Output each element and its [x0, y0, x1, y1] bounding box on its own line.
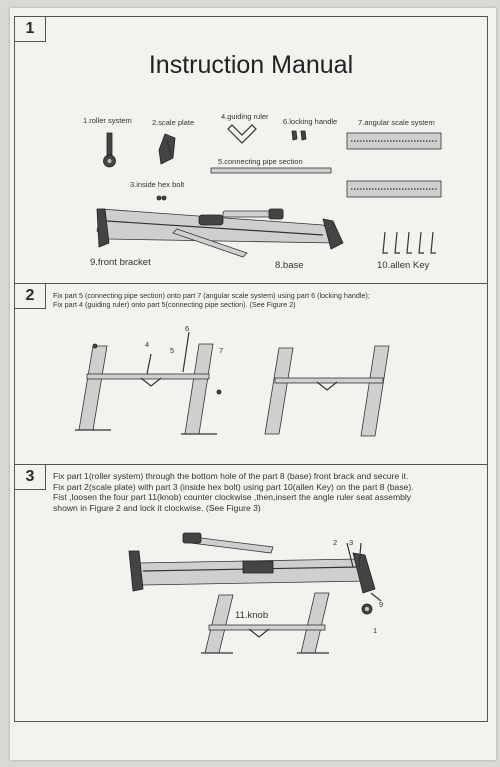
guiding-ruler-illustration — [227, 124, 257, 144]
step-2-line-2: Fix part 4 (guiding ruler) onto part 5(c… — [53, 299, 296, 309]
part-label-inside-hex-bolt: 3.inside hex bolt — [130, 180, 185, 189]
section-number: 1 — [15, 17, 46, 42]
inside-hex-bolt-illustration — [156, 195, 167, 201]
section-2-step: 2 Fix part 5 (connecting pipe section) o… — [15, 284, 487, 465]
base-illustration — [96, 208, 344, 258]
page-title: Instruction Manual — [148, 51, 354, 79]
part-label-locking-handle: 6.locking handle — [283, 117, 338, 126]
step-3-instructions: Fix part 1(roller system) through the bo… — [53, 471, 489, 513]
part-label-scale-plate: 2.scale plate — [152, 118, 195, 127]
step-3-line-1: Fix part 1(roller system) through the bo… — [53, 471, 409, 481]
scale-plate-illustration — [158, 133, 176, 165]
callout-2: 2 — [333, 538, 338, 547]
callout-7: 7 — [219, 346, 224, 355]
callout-1: 1 — [373, 626, 378, 635]
section-1-parts-list: 1 Instruction Manual 1.roller system 2.s… — [15, 17, 487, 284]
figure-2-exploded-illustration — [75, 331, 222, 435]
part-label-guiding-ruler: 4.guiding ruler — [221, 112, 269, 121]
step-3-line-4: shown in Figure 2 and lock it clockwise.… — [53, 502, 261, 513]
section-3-step: 3 Fix part 1(roller system) through the … — [15, 465, 487, 723]
section-number: 3 — [15, 465, 46, 490]
step-2-line-1: Fix part 5 (connecting pipe section) ont… — [53, 291, 370, 300]
callout-6: 6 — [185, 324, 190, 333]
allen-key-illustration — [382, 231, 436, 254]
callout-4: 4 — [145, 340, 150, 349]
knob-label: 11.knob — [235, 610, 269, 621]
part-label-connecting-pipe: 5.connecting pipe section — [218, 157, 303, 166]
part-label-angular-scale: 7.angular scale system — [358, 118, 435, 127]
section-number: 2 — [15, 284, 46, 309]
callout-3: 3 — [349, 538, 354, 547]
step-3-line-3: Fist ,loosen the four part 11(knob) coun… — [53, 492, 412, 502]
locking-handle-illustration — [291, 130, 307, 141]
part-label-allen-key: 10.allen Key — [377, 260, 430, 271]
angular-scale-illustration — [346, 132, 442, 198]
connecting-pipe-illustration — [210, 167, 332, 174]
part-label-roller-system: 1.roller system — [83, 116, 132, 125]
figure-2-assembled-illustration — [264, 345, 390, 437]
instruction-frame: 1 Instruction Manual 1.roller system 2.s… — [14, 16, 488, 722]
part-label-base: 8.base — [275, 260, 304, 271]
callout-9: 9 — [379, 600, 384, 609]
step-3-line-2: Fix part 2(scale plate) with part 3 (ins… — [53, 481, 414, 492]
roller-system-illustration — [103, 132, 116, 168]
part-label-front-bracket: 9.front bracket — [90, 257, 151, 268]
callout-5: 5 — [170, 346, 175, 355]
figure-3-illustration — [128, 532, 382, 654]
step-2-instructions: Fix part 5 (connecting pipe section) ont… — [53, 291, 483, 309]
